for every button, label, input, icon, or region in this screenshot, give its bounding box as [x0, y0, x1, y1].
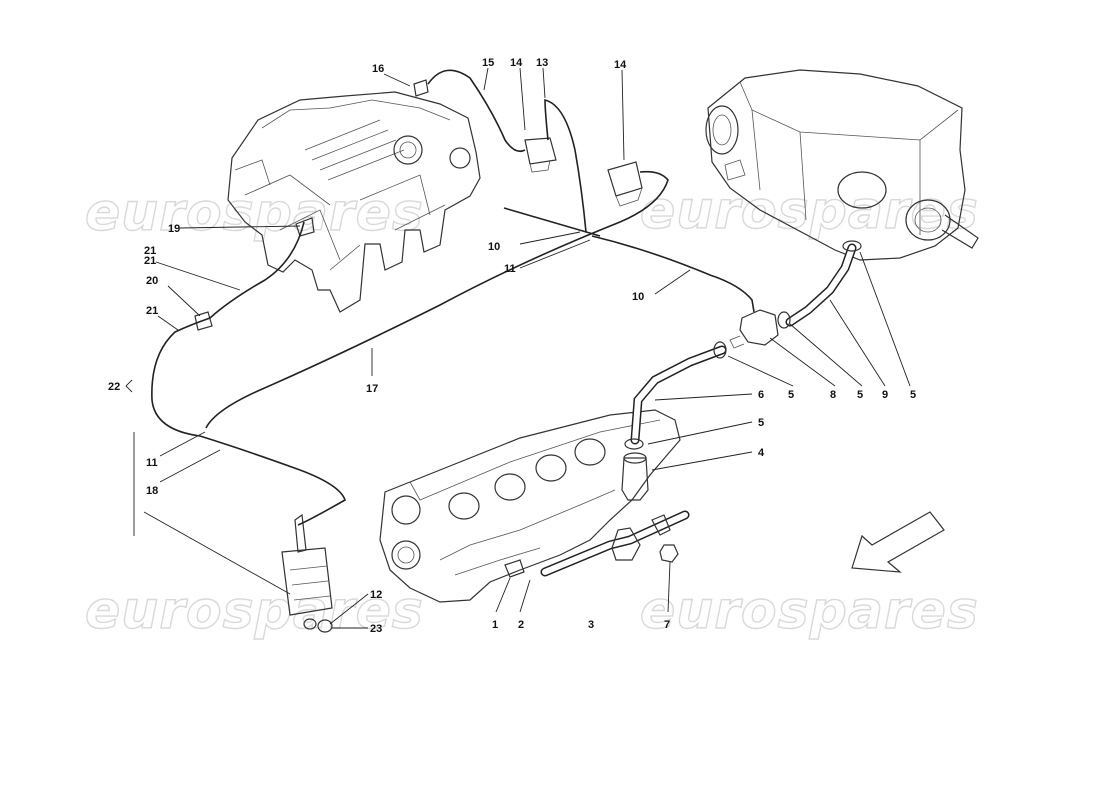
cylinder-head — [379, 409, 681, 603]
air-box — [705, 69, 979, 261]
part-label-5-right: 5 — [910, 389, 916, 401]
part-label-21-upper: 21 — [144, 255, 156, 267]
intake-manifold — [227, 91, 481, 313]
part-label-12: 12 — [370, 589, 382, 601]
part-label-19: 19 — [168, 223, 180, 235]
watermark-top-left: eurospares — [85, 183, 424, 243]
part-label-14-right: 14 — [614, 59, 627, 71]
breather-components — [194, 79, 862, 633]
part-label-5: 5 — [788, 389, 794, 401]
vacuum-lines — [151, 69, 755, 526]
part-label-10-right: 10 — [632, 291, 644, 303]
part-label-9: 9 — [882, 389, 888, 401]
part-label-11: 11 — [504, 263, 516, 275]
part-label-4: 4 — [758, 447, 765, 459]
part-label-18: 18 — [146, 485, 158, 497]
watermarks: eurospares eurospares eurospares eurospa… — [84, 180, 979, 641]
part-label-3: 3 — [588, 619, 594, 631]
part-label-6: 6 — [758, 389, 764, 401]
part-label-20: 20 — [146, 275, 158, 287]
part-label-10: 10 — [488, 241, 500, 253]
part-label-2: 2 — [518, 619, 524, 631]
part-label-14: 14 — [510, 57, 523, 69]
part-label-23: 23 — [370, 623, 382, 635]
watermark-top-right: eurospares — [640, 181, 979, 241]
part-label-5-lower: 5 — [758, 417, 764, 429]
part-label-22: 22 — [108, 381, 120, 393]
part-labels: 16 15 14 13 14 19 21 21 20 21 10 11 10 1… — [108, 57, 916, 635]
part-label-13: 13 — [536, 57, 548, 69]
part-label-15: 15 — [482, 57, 494, 69]
part-label-5-mid: 5 — [857, 389, 863, 401]
part-label-1: 1 — [492, 619, 498, 631]
arrow-down-left-icon — [851, 511, 945, 573]
part-label-21: 21 — [144, 245, 156, 257]
leader-lines — [125, 67, 911, 629]
part-label-8: 8 — [830, 389, 836, 401]
watermark-bottom-left: eurospares — [85, 581, 424, 641]
part-label-11-lower: 11 — [146, 457, 158, 469]
watermark-bottom-right: eurospares — [640, 581, 979, 641]
part-label-17: 17 — [366, 383, 378, 395]
part-label-21-lower: 21 — [146, 305, 158, 317]
part-label-7: 7 — [664, 619, 670, 631]
part-label-16: 16 — [372, 63, 384, 75]
